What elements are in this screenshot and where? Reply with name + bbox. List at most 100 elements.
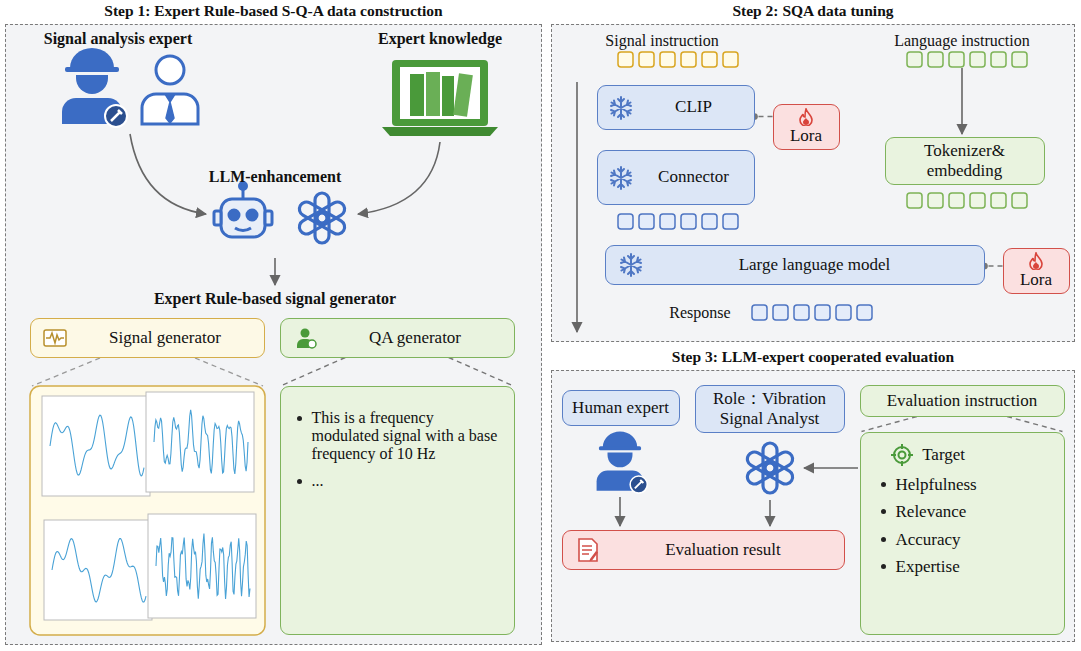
worker-icon <box>105 105 127 127</box>
instruction-box: Evaluation instruction <box>860 385 1065 417</box>
token <box>970 52 985 67</box>
target-icon <box>890 443 914 467</box>
analyst-icon <box>165 94 175 123</box>
box-label: Lora <box>790 126 822 146</box>
doc-icon <box>577 537 599 563</box>
knowledge-icon <box>453 73 473 117</box>
process-box: Signal generator <box>30 318 265 358</box>
role-box: Role：Vibration Signal Analyst <box>695 385 845 433</box>
token <box>681 52 696 67</box>
robot-icon <box>214 183 272 238</box>
process-box: QA generator <box>280 318 515 358</box>
box-label: Role：Vibration Signal Analyst <box>696 389 844 428</box>
process-box: Tokenizer& embedding <box>885 137 1045 185</box>
panel-title: Step 2: SQA data tuning <box>522 2 1081 20</box>
token <box>723 214 738 229</box>
bullet-dot <box>881 537 886 542</box>
gpt-stroke <box>745 449 778 476</box>
signal-trace <box>50 415 144 476</box>
snow-icon <box>608 95 634 121</box>
lora-box: Lora <box>1003 248 1070 294</box>
box-label: Evaluation instruction <box>887 391 1038 411</box>
list-item: Accuracy <box>896 530 961 550</box>
list-item: Relevance <box>896 502 967 522</box>
worker-icon <box>630 476 647 493</box>
zoom-line <box>32 358 100 386</box>
caption-label: Expert knowledge <box>240 30 640 48</box>
flame-icon <box>798 108 814 126</box>
signal-trace <box>154 410 248 474</box>
lora-box: Lora <box>773 104 840 150</box>
token <box>618 214 633 229</box>
caption-label: Signal analysis expert <box>0 30 318 48</box>
box-label: QA generator <box>369 328 461 348</box>
knowledge-icon <box>426 72 440 116</box>
token <box>928 193 943 208</box>
box-heading: Target <box>922 445 965 465</box>
token <box>928 52 943 67</box>
knowledge-icon <box>442 76 454 116</box>
token <box>794 305 809 320</box>
connector-line <box>755 116 773 117</box>
flow-arrow <box>358 142 440 214</box>
robot-icon <box>214 211 221 225</box>
token <box>970 193 985 208</box>
box-label: Evaluation result <box>665 540 781 560</box>
chart-panel <box>30 386 265 635</box>
token <box>702 52 717 67</box>
flame-icon <box>1028 252 1044 270</box>
box-label: Lora <box>1020 270 1052 290</box>
token <box>681 214 696 229</box>
token <box>723 52 738 67</box>
snow-icon <box>608 165 634 191</box>
token <box>752 305 767 320</box>
token <box>991 193 1006 208</box>
token <box>907 193 922 208</box>
box-label: CLIP <box>675 97 712 117</box>
token <box>949 193 964 208</box>
token <box>907 52 922 67</box>
worker-icon <box>608 453 633 468</box>
caption-label: LLM-enhancement <box>75 168 475 186</box>
token <box>1012 52 1027 67</box>
bullet-dot <box>881 482 886 487</box>
robot-icon <box>221 199 265 237</box>
list-item: This is a frequency modulated signal wit… <box>312 409 500 464</box>
token <box>618 52 633 67</box>
connector-line <box>449 358 513 386</box>
knowledge-icon <box>400 67 480 119</box>
role-box: Human expert <box>562 390 680 426</box>
panel-title: Step 1: Expert Rule-based S-Q-A data con… <box>0 2 571 20</box>
token <box>836 305 851 320</box>
worker-icon <box>70 48 114 68</box>
signal-trace <box>52 539 146 603</box>
box-label: Large language model <box>739 255 891 275</box>
panel-title: Step 3: LLM-expert cooperated evaluation <box>522 348 1081 366</box>
bullet-dot <box>297 416 302 421</box>
encoder-box: CLIP <box>597 85 755 130</box>
box-label: Connector <box>658 167 729 187</box>
panel-ground <box>5 24 542 645</box>
box-label: Tokenizer& embedding <box>904 141 1026 180</box>
worker-icon <box>599 446 641 450</box>
connector <box>862 417 1063 432</box>
plot-frame <box>148 514 256 618</box>
caption-label: Language instruction <box>762 32 1081 50</box>
knowledge-icon <box>410 74 424 116</box>
connector-line <box>282 358 346 386</box>
connector-line <box>985 265 1003 266</box>
caption-label: Expert Rule-based signal generator <box>75 290 475 308</box>
flow-arrow <box>619 497 621 526</box>
panel: Step 3: LLM-expert cooperated evaluation… <box>551 370 1075 642</box>
worker-icon <box>111 110 122 121</box>
panel-ground <box>551 370 1075 642</box>
knowledge-icon <box>392 60 488 126</box>
connector-box: Connector <box>597 150 755 205</box>
gpt-stroke <box>297 199 330 226</box>
robot-icon <box>247 210 257 220</box>
signal-plots <box>42 392 256 620</box>
plot-frame <box>146 392 254 492</box>
flow-arrow <box>769 500 771 526</box>
bullet-dot <box>881 564 886 569</box>
panel-ground <box>5 24 1075 645</box>
